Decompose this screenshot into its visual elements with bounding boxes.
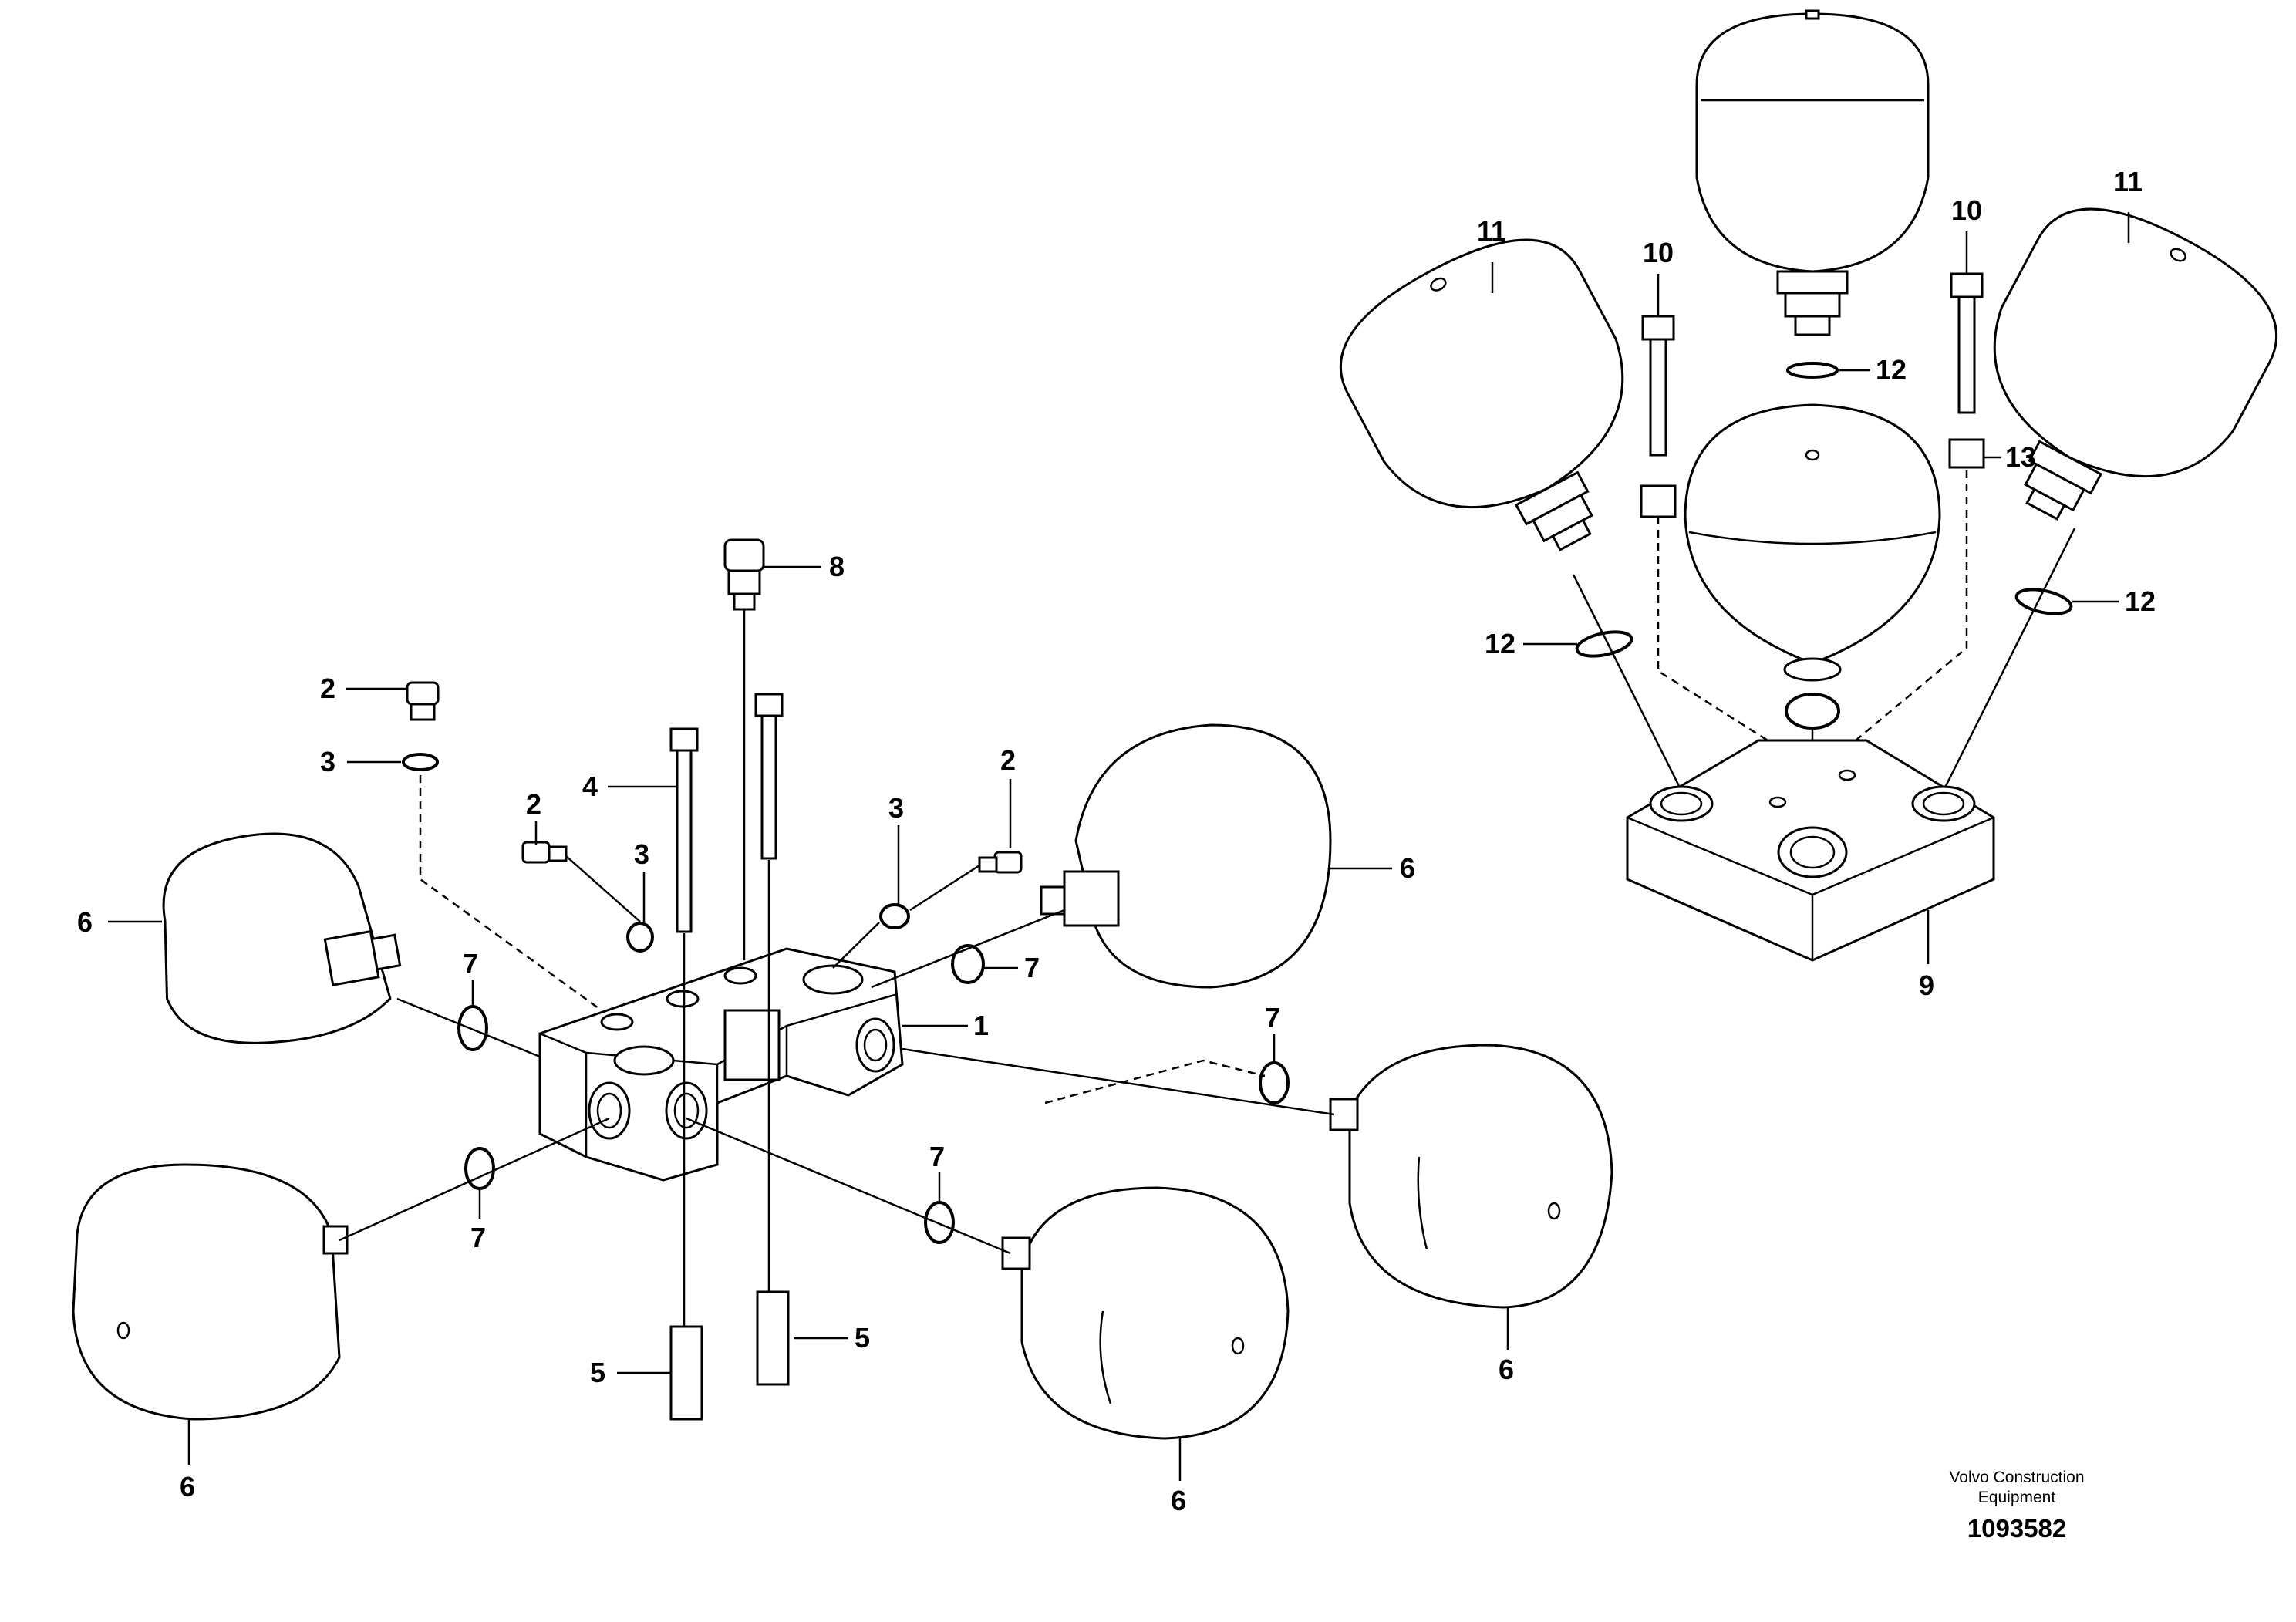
callout-7: 7 xyxy=(463,948,478,980)
pressure-sensor xyxy=(723,538,765,611)
accumulator-top-right xyxy=(1040,723,1332,989)
drawing-number: 1093582 xyxy=(1967,1514,2066,1543)
callout-12: 12 xyxy=(2125,585,2156,617)
callout-6: 6 xyxy=(1499,1354,1514,1385)
plug-right xyxy=(978,851,1023,874)
mounting-block xyxy=(1626,739,1995,962)
accumulator-bottom-left xyxy=(72,1163,349,1421)
washer xyxy=(879,903,910,929)
callout-12: 12 xyxy=(1876,354,1907,386)
bolt-long-right xyxy=(754,693,784,860)
top-accumulator xyxy=(1695,9,1930,336)
washer xyxy=(626,922,654,953)
o-ring xyxy=(457,1005,488,1051)
valve-block xyxy=(538,947,904,1182)
valve-block-assembly xyxy=(72,538,1613,1440)
spacer-sleeve xyxy=(669,1325,703,1421)
callout-8: 8 xyxy=(829,551,845,582)
plug-mid-left xyxy=(521,841,568,864)
callout-3: 3 xyxy=(320,746,335,777)
o-ring xyxy=(464,1147,495,1190)
plug-top-left xyxy=(406,681,440,721)
o-ring xyxy=(951,944,985,984)
callout-7: 7 xyxy=(1265,1002,1280,1034)
callout-5: 5 xyxy=(855,1322,870,1354)
o-ring xyxy=(1786,362,1839,379)
callout-3: 3 xyxy=(888,792,904,824)
callout-7: 7 xyxy=(1024,952,1040,983)
o-ring xyxy=(1259,1061,1290,1104)
left-accumulator xyxy=(1340,238,1624,551)
callout-11: 11 xyxy=(1477,215,1506,247)
o-ring xyxy=(924,1201,955,1244)
bolt-long-left xyxy=(669,727,699,933)
callout-13: 13 xyxy=(2005,441,2036,473)
callout-2: 2 xyxy=(1000,744,1016,776)
drawing-footer: Volvo Construction Equipment 1093582 xyxy=(1949,1469,2084,1543)
callout-1: 1 xyxy=(973,1010,989,1041)
callout-10: 10 xyxy=(1643,237,1674,268)
callout-9: 9 xyxy=(1919,969,1934,1001)
accumulator-right xyxy=(1329,1044,1613,1309)
callout-7: 7 xyxy=(929,1141,945,1172)
right-accumulator xyxy=(1993,207,2277,521)
callout-labels: 1 2 3 2 3 2 3 4 5 5 6 6 6 6 6 7 7 7 7 7 … xyxy=(77,166,2156,1516)
washer xyxy=(402,753,439,771)
bolt-right xyxy=(1948,272,1985,469)
accumulator-block-assembly xyxy=(1340,9,2277,962)
accumulator-top-left xyxy=(162,832,402,1044)
callout-6: 6 xyxy=(1171,1485,1186,1516)
callout-4: 4 xyxy=(582,771,598,802)
callout-6: 6 xyxy=(180,1471,195,1502)
callout-6: 6 xyxy=(1400,852,1415,884)
company-name-line2: Equipment xyxy=(1978,1489,2056,1506)
callout-3: 3 xyxy=(634,838,649,870)
callout-leaders xyxy=(108,212,2130,1481)
callout-2: 2 xyxy=(526,788,541,820)
company-name-line1: Volvo Construction xyxy=(1949,1469,2084,1486)
callout-6: 6 xyxy=(77,906,93,938)
o-ring xyxy=(2014,588,2073,615)
callout-5: 5 xyxy=(590,1357,605,1388)
middle-accumulator xyxy=(1684,403,1941,682)
callout-7: 7 xyxy=(470,1222,486,1253)
callout-11: 11 xyxy=(2113,166,2143,197)
spacer-sleeve xyxy=(756,1290,790,1386)
accumulator-bottom-center xyxy=(1001,1186,1290,1440)
callout-2: 2 xyxy=(320,673,335,704)
callout-10: 10 xyxy=(1951,194,1982,226)
bolt-left xyxy=(1640,315,1677,518)
o-ring xyxy=(1785,693,1840,730)
callout-12: 12 xyxy=(1485,628,1515,659)
o-ring xyxy=(1575,630,1633,658)
